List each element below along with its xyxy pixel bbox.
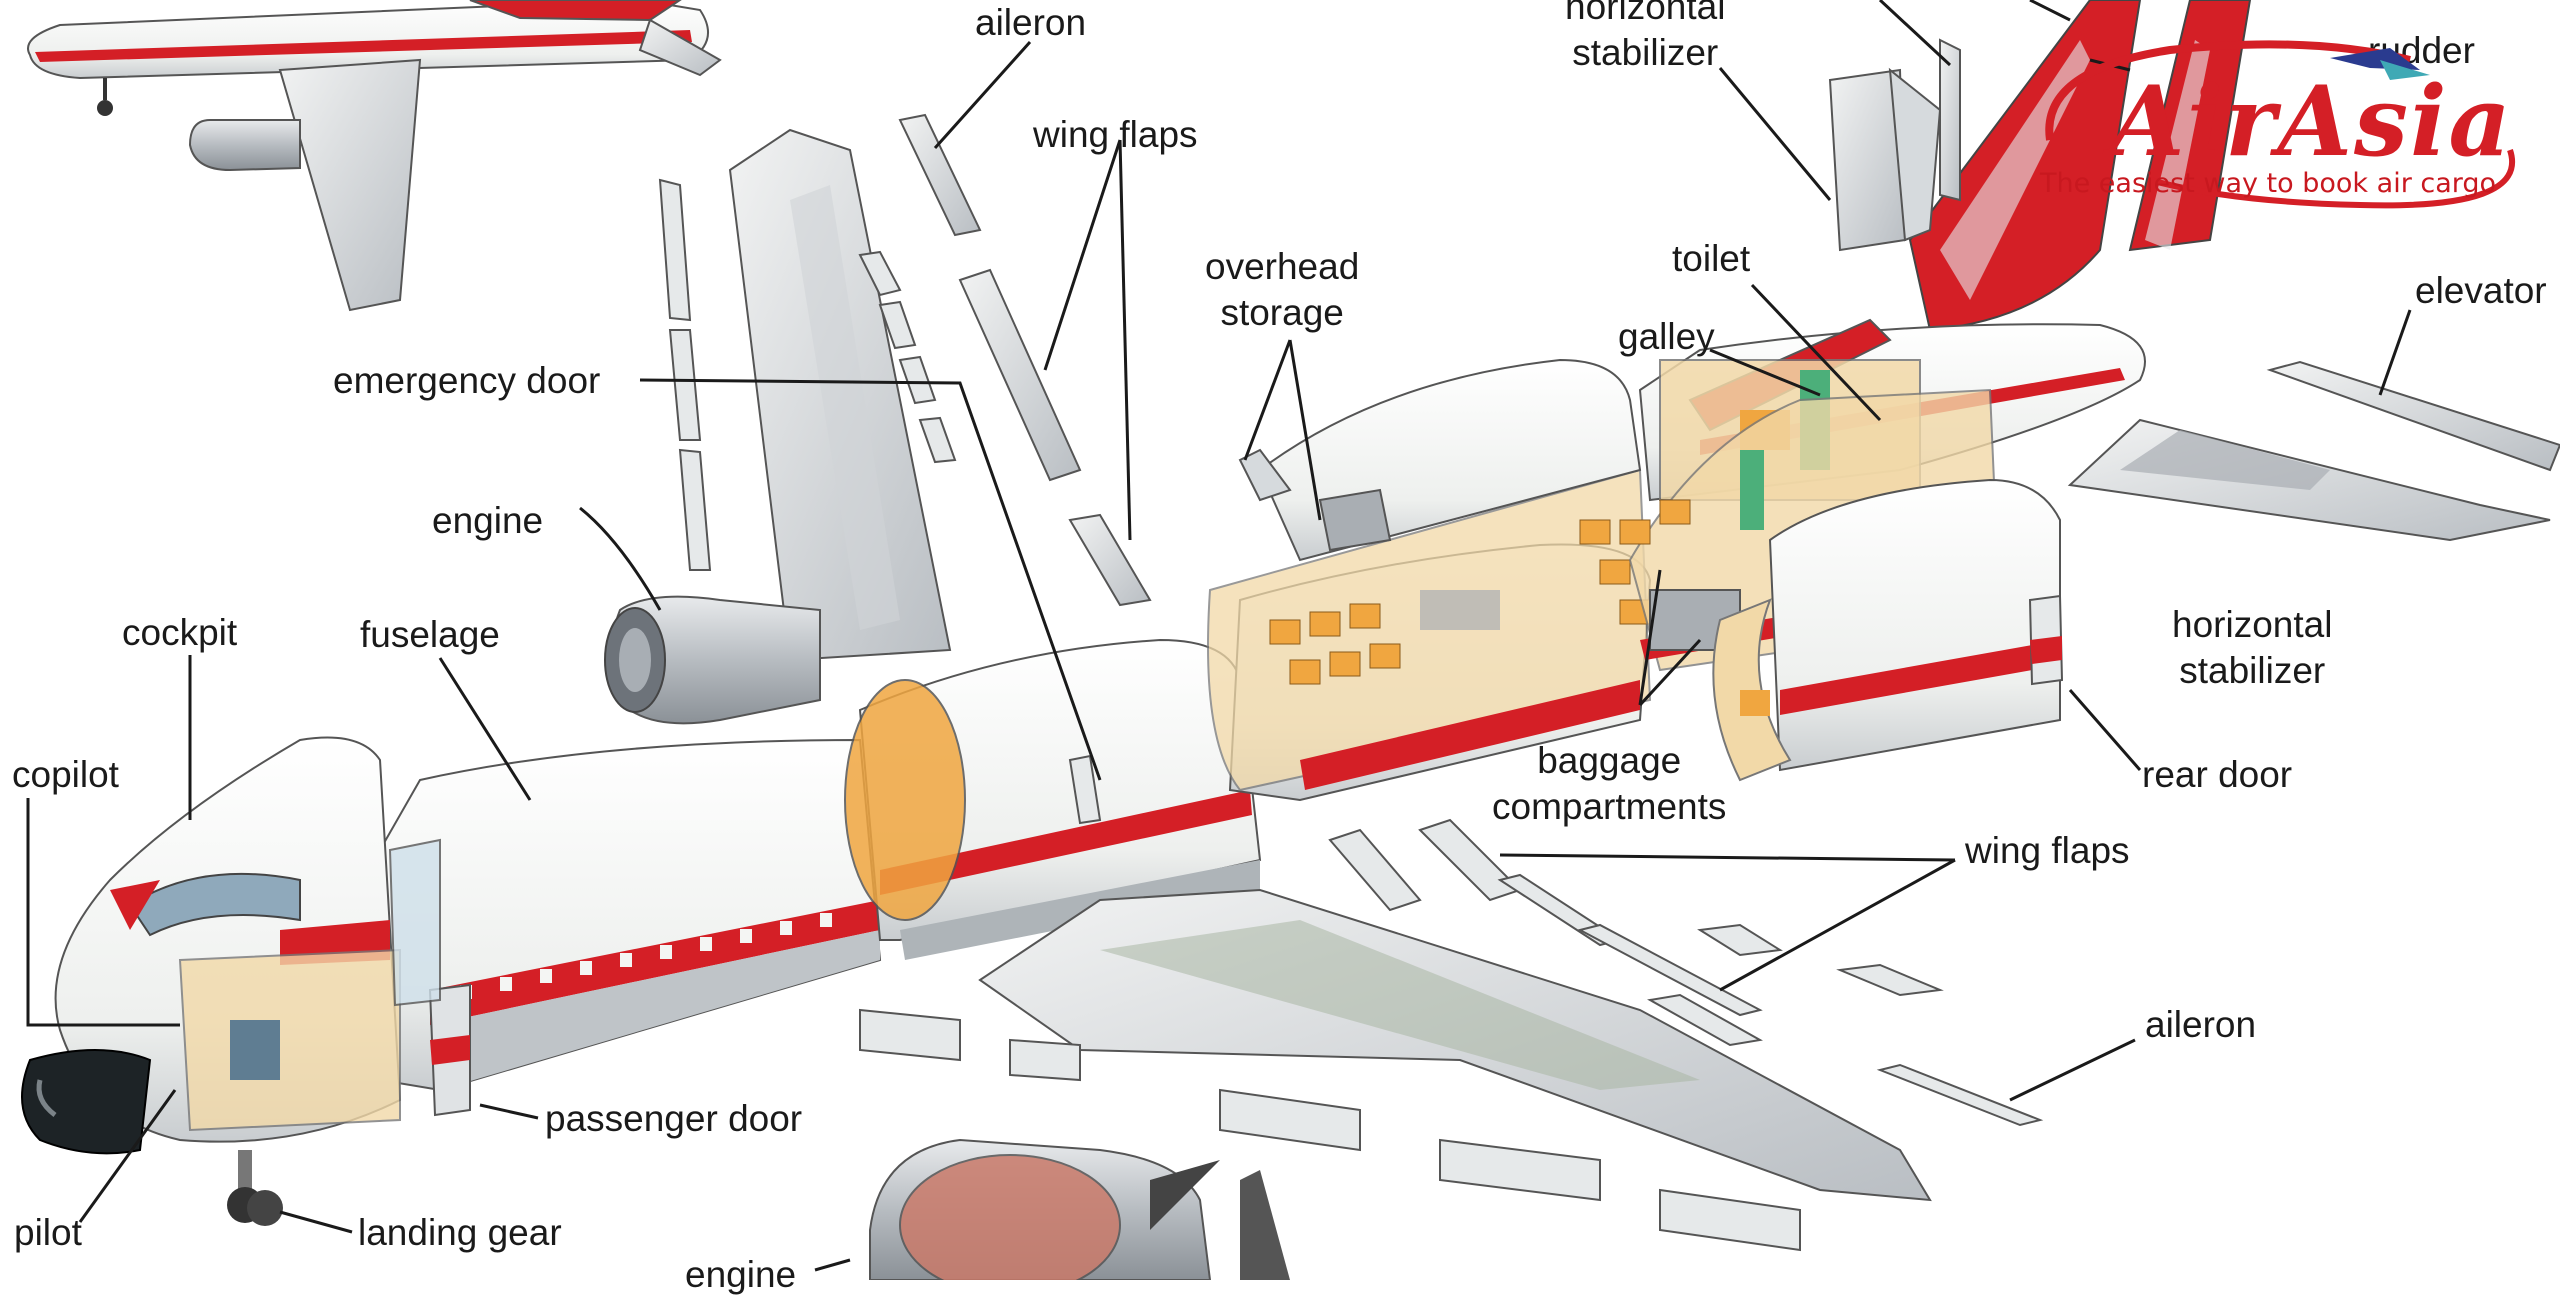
fuselage-middle — [844, 638, 1262, 960]
label-engine-bottom: engine — [685, 1254, 797, 1295]
small-airplane — [27, 0, 722, 312]
left-wing — [658, 113, 1152, 662]
cabin-section — [1207, 358, 1652, 802]
label-rear-door: rear door — [2142, 754, 2293, 795]
fuselage-front — [379, 738, 882, 1092]
tail-rudder — [1908, 0, 2252, 332]
label-aileron-bottom: aileron — [2145, 1004, 2257, 1045]
engine-left-drawing — [604, 595, 821, 725]
label-copilot: copilot — [12, 754, 119, 795]
airasia-logo: AirAsia The easiest way to book air carg… — [2030, 30, 2530, 220]
label-wing-flaps-top: wing flaps — [1033, 114, 1198, 155]
label-horizontal-stabilizer-top: horizontal stabilizer — [1565, 0, 1726, 73]
label-cockpit: cockpit — [122, 612, 238, 653]
label-emergency-door: emergency door — [333, 360, 601, 401]
label-horizontal-stabilizer-right: horizontal stabilizer — [2172, 604, 2333, 691]
label-baggage-compartments: baggage compartments — [1492, 740, 1727, 827]
label-engine-left: engine — [432, 500, 544, 541]
rear-cabin-section — [1619, 388, 2064, 782]
logo-tagline: The easiest way to book air cargo — [2040, 168, 2497, 199]
label-passenger-door: passenger door — [545, 1098, 803, 1139]
label-aileron-top: aileron — [975, 2, 1087, 43]
logo-swoosh-icon — [2045, 40, 2515, 209]
right-wing — [859, 818, 2044, 1252]
label-elevator: elevator — [2415, 270, 2547, 311]
label-galley: galley — [1618, 316, 1715, 357]
label-landing-gear: landing gear — [358, 1212, 562, 1253]
engine-bottom-drawing — [869, 1138, 1290, 1280]
logo-brand-text: AirAsia — [2110, 65, 2513, 178]
label-pilot: pilot — [14, 1212, 82, 1253]
label-wing-flaps-bottom: wing flaps — [1965, 830, 2130, 871]
cockpit-section — [21, 736, 402, 1226]
leader-lines — [26, 0, 2412, 1272]
label-overhead-storage: overhead storage — [1205, 246, 1360, 333]
label-toilet: toilet — [1672, 238, 1751, 279]
label-fuselage: fuselage — [360, 614, 500, 655]
